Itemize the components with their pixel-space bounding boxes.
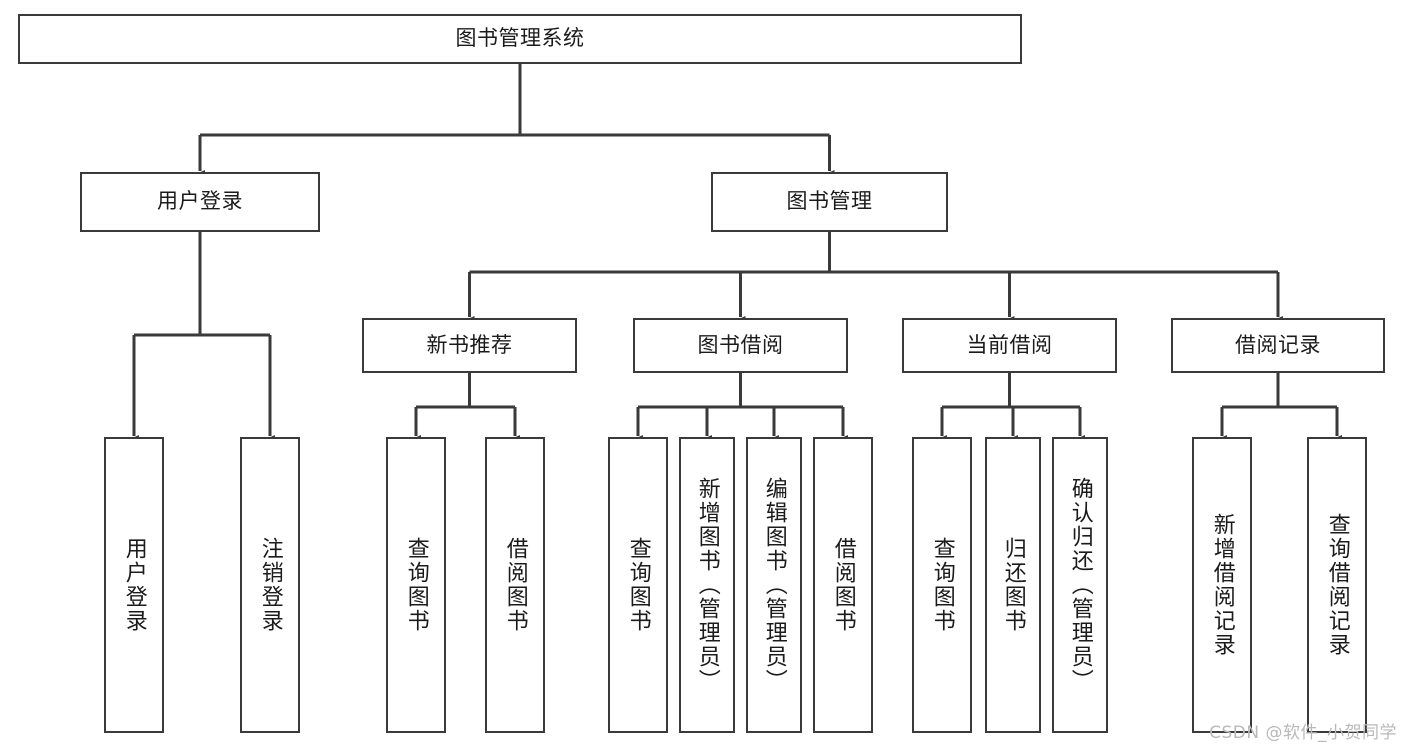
node-label-leaf_user_login: 用户登录 <box>121 537 147 633</box>
node-book_manage[interactable]: 图书管理 <box>711 172 948 232</box>
node-leaf_borrow_book_2[interactable]: 借阅图书 <box>813 437 873 733</box>
node-label-current_borrow: 当前借阅 <box>966 332 1053 357</box>
node-label-leaf_query_book_2: 查询图书 <box>625 537 651 633</box>
node-leaf_borrow_book_1[interactable]: 借阅图书 <box>485 437 545 733</box>
node-label-book_manage: 图书管理 <box>786 189 873 214</box>
node-leaf_return_book[interactable]: 归还图书 <box>985 437 1041 733</box>
node-leaf_query_book_1[interactable]: 查询图书 <box>386 437 446 733</box>
node-leaf_add_record[interactable]: 新增借阅记录 <box>1192 437 1252 733</box>
node-leaf_query_book_3[interactable]: 查询图书 <box>912 437 972 733</box>
node-leaf_query_record[interactable]: 查询借阅记录 <box>1307 437 1367 733</box>
node-label-leaf_query_record: 查询借阅记录 <box>1324 513 1350 657</box>
node-leaf_query_book_2[interactable]: 查询图书 <box>608 437 668 733</box>
node-label-leaf_confirm_ret: 确认归还（管理员） <box>1067 477 1093 693</box>
watermark-text: CSDN @软件_小贺同学 <box>1209 723 1397 743</box>
node-label-leaf_return_book: 归还图书 <box>1000 537 1026 633</box>
node-label-borrow_record: 借阅记录 <box>1235 332 1321 357</box>
node-label-leaf_add_book: 新增图书（管理员） <box>694 477 720 693</box>
node-label-leaf_logout: 注销登录 <box>257 537 283 633</box>
node-current_borrow[interactable]: 当前借阅 <box>902 318 1117 373</box>
node-label-leaf_edit_book: 编辑图书（管理员） <box>761 477 787 693</box>
node-leaf_edit_book[interactable]: 编辑图书（管理员） <box>746 437 802 733</box>
node-label-root: 图书管理系统 <box>455 26 585 51</box>
node-label-leaf_query_book_3: 查询图书 <box>929 537 955 633</box>
node-label-leaf_borrow_book_1: 借阅图书 <box>502 537 528 633</box>
node-leaf_logout[interactable]: 注销登录 <box>240 437 300 733</box>
node-user_login[interactable]: 用户登录 <box>80 172 320 232</box>
node-leaf_confirm_ret[interactable]: 确认归还（管理员） <box>1052 437 1108 733</box>
node-new_book_rec[interactable]: 新书推荐 <box>362 318 577 373</box>
node-label-user_login: 用户登录 <box>157 189 243 214</box>
node-book_borrow[interactable]: 图书借阅 <box>633 318 848 373</box>
node-label-leaf_query_book_1: 查询图书 <box>403 537 429 633</box>
node-label-new_book_rec: 新书推荐 <box>426 332 513 357</box>
node-label-leaf_add_record: 新增借阅记录 <box>1209 513 1235 657</box>
node-borrow_record[interactable]: 借阅记录 <box>1171 318 1385 373</box>
node-label-leaf_borrow_book_2: 借阅图书 <box>830 537 856 633</box>
node-leaf_add_book[interactable]: 新增图书（管理员） <box>679 437 735 733</box>
node-label-book_borrow: 图书借阅 <box>697 332 784 357</box>
node-root[interactable]: 图书管理系统 <box>18 14 1022 64</box>
node-leaf_user_login[interactable]: 用户登录 <box>104 437 164 733</box>
